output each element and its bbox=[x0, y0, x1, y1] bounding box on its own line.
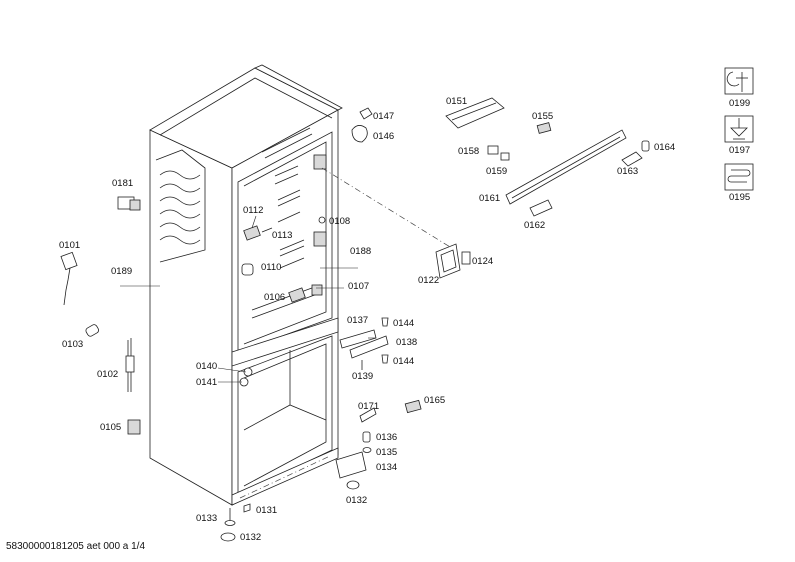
label-0113: 0113 bbox=[272, 230, 292, 241]
part-0107[interactable] bbox=[311, 284, 323, 296]
label-0164: 0164 bbox=[654, 142, 675, 153]
label-0131: 0131 bbox=[256, 505, 277, 516]
lamp-socket-0158[interactable] bbox=[487, 145, 499, 155]
label-0136: 0136 bbox=[376, 432, 397, 443]
part-0112[interactable] bbox=[243, 225, 261, 241]
label-0132-b: 0132 bbox=[240, 532, 261, 543]
part-0113[interactable] bbox=[261, 227, 273, 233]
label-0161: 0161 bbox=[479, 193, 500, 204]
label-0199: 0199 bbox=[729, 98, 750, 109]
label-0181: 0181 bbox=[112, 178, 133, 189]
foot-screw-0133[interactable] bbox=[224, 508, 236, 526]
part-0136[interactable] bbox=[362, 431, 371, 443]
lamp-housing-0151[interactable] bbox=[445, 97, 505, 129]
wrench-icon[interactable] bbox=[724, 67, 754, 95]
sensor-0102[interactable] bbox=[125, 338, 135, 392]
label-0134: 0134 bbox=[376, 462, 397, 473]
clip-0105[interactable] bbox=[127, 419, 141, 435]
bulb-0159[interactable] bbox=[500, 152, 510, 161]
label-0158: 0158 bbox=[458, 146, 479, 157]
label-0137: 0137 bbox=[347, 315, 368, 326]
part-0108[interactable] bbox=[318, 216, 326, 224]
label-0135: 0135 bbox=[376, 447, 397, 458]
label-0106: 0106 bbox=[264, 292, 285, 303]
part-labels: 0101 0102 0103 0105 0106 0107 0108 0110 … bbox=[59, 96, 750, 543]
part-0106[interactable] bbox=[288, 287, 306, 303]
power-cord-0101[interactable] bbox=[60, 251, 78, 306]
part-0110[interactable] bbox=[241, 263, 254, 276]
label-0140: 0140 bbox=[196, 361, 217, 372]
bracket-0147[interactable] bbox=[359, 107, 373, 120]
label-0195: 0195 bbox=[729, 192, 750, 203]
label-0165: 0165 bbox=[424, 395, 445, 406]
drawing-number: 58300000181205 aet 000 a 1/4 bbox=[6, 541, 146, 552]
label-0146: 0146 bbox=[373, 131, 394, 142]
label-0197: 0197 bbox=[729, 145, 750, 156]
label-0155: 0155 bbox=[532, 111, 553, 122]
hinge-pin-0144a[interactable] bbox=[381, 317, 389, 327]
label-0122: 0122 bbox=[418, 275, 439, 286]
control-panel-0161[interactable] bbox=[505, 129, 627, 205]
switch-0155[interactable] bbox=[536, 122, 552, 134]
heating-coil-icon[interactable] bbox=[724, 163, 754, 191]
label-0147: 0147 bbox=[373, 111, 394, 122]
clip-0164[interactable] bbox=[641, 140, 650, 152]
part-0165[interactable] bbox=[404, 399, 422, 414]
hinge-pin-0144b[interactable] bbox=[381, 354, 389, 364]
leader-lines bbox=[120, 215, 376, 383]
label-0139: 0139 bbox=[352, 371, 373, 382]
gasket-0124[interactable] bbox=[461, 251, 471, 265]
label-0124: 0124 bbox=[472, 256, 493, 267]
cover-0163[interactable] bbox=[621, 151, 643, 167]
part-0131[interactable] bbox=[243, 503, 251, 513]
label-0151: 0151 bbox=[446, 96, 467, 107]
part-0171[interactable] bbox=[359, 407, 377, 423]
washer-0135[interactable] bbox=[362, 447, 372, 453]
label-0112: 0112 bbox=[243, 205, 263, 216]
hinge-0138[interactable] bbox=[349, 335, 389, 359]
label-0141: 0141 bbox=[196, 377, 217, 388]
label-0103: 0103 bbox=[62, 339, 83, 350]
cover-0122[interactable] bbox=[435, 243, 461, 279]
label-0105: 0105 bbox=[100, 422, 121, 433]
label-0107: 0107 bbox=[348, 281, 369, 292]
label-0138: 0138 bbox=[396, 337, 417, 348]
foot-0132a[interactable] bbox=[346, 480, 360, 490]
label-0162[interactable] bbox=[529, 199, 553, 217]
label-0144-a: 0144 bbox=[393, 318, 414, 329]
label-0189: 0189 bbox=[111, 266, 132, 277]
label-0144-b: 0144 bbox=[393, 356, 414, 367]
label-0108: 0108 bbox=[329, 216, 350, 227]
label-0171: 0171 bbox=[358, 401, 379, 412]
label-0110: 0110 bbox=[261, 262, 281, 273]
label-0132-a: 0132 bbox=[346, 495, 367, 506]
hinge-0134[interactable] bbox=[335, 451, 367, 479]
fridge-cabinet bbox=[149, 64, 343, 506]
label-0188: 0188 bbox=[350, 246, 371, 257]
hinge-cap-0146[interactable] bbox=[351, 125, 368, 143]
label-0162: 0162 bbox=[524, 220, 545, 231]
label-0159: 0159 bbox=[486, 166, 507, 177]
label-0163: 0163 bbox=[617, 166, 638, 177]
valve-block-0181[interactable] bbox=[117, 196, 141, 211]
label-0133: 0133 bbox=[196, 513, 217, 524]
grounding-icon[interactable] bbox=[724, 115, 754, 143]
foot-0132b[interactable] bbox=[220, 532, 236, 542]
label-0101: 0101 bbox=[59, 240, 80, 251]
plug-0103[interactable] bbox=[85, 324, 100, 338]
label-0102: 0102 bbox=[97, 369, 118, 380]
